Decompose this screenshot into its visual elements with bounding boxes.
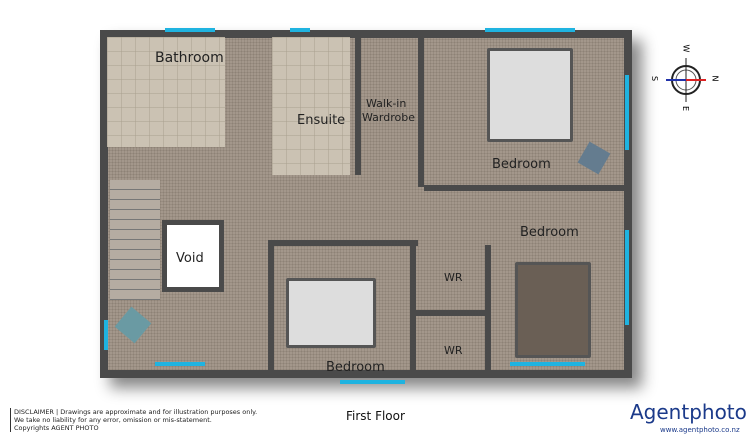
wall bbox=[355, 37, 361, 175]
disclaimer: DISCLAIMER | Drawings are approximate an… bbox=[10, 408, 257, 432]
wall bbox=[418, 37, 424, 187]
bathroom bbox=[107, 37, 225, 147]
window bbox=[485, 28, 575, 32]
compass-label-left: S bbox=[650, 75, 660, 82]
compass-icon bbox=[666, 58, 706, 102]
wall bbox=[268, 242, 274, 370]
room-label-bedroom-1: Bedroom bbox=[492, 157, 551, 172]
disclaimer-line: We take no liability for any error, omis… bbox=[14, 416, 212, 424]
window bbox=[104, 320, 108, 350]
disclaimer-line: DISCLAIMER | Drawings are approximate an… bbox=[14, 408, 258, 416]
compass-label-right: N bbox=[710, 75, 720, 82]
stairs bbox=[110, 180, 160, 300]
void bbox=[162, 220, 224, 292]
floor-plan bbox=[100, 30, 632, 378]
room-label-bedroom-3: Bedroom bbox=[326, 360, 385, 375]
room-label-bathroom: Bathroom bbox=[155, 50, 224, 66]
window bbox=[510, 362, 585, 366]
room-label-ensuite: Ensuite bbox=[297, 113, 346, 128]
window bbox=[290, 28, 310, 32]
bed bbox=[515, 262, 591, 358]
compass-label-bottom: E bbox=[681, 105, 691, 112]
room-label-void: Void bbox=[176, 251, 204, 266]
room-label-wardrobe: Wardrobe bbox=[362, 111, 415, 124]
bed bbox=[286, 278, 376, 348]
ensuite bbox=[272, 37, 350, 175]
brand-logo: Agentphoto bbox=[630, 400, 747, 424]
window bbox=[625, 75, 629, 150]
room-label-wr-1: WR bbox=[444, 271, 463, 284]
disclaimer-line: Copyrights AGENT PHOTO bbox=[14, 424, 99, 432]
wall bbox=[416, 310, 486, 316]
floor-label: First Floor bbox=[346, 409, 405, 423]
bed bbox=[487, 48, 573, 142]
room-label-walkin: Walk-in bbox=[366, 97, 407, 110]
room-label-wr-2: WR bbox=[444, 344, 463, 357]
window bbox=[340, 380, 405, 384]
room-label-bedroom-2: Bedroom bbox=[520, 225, 579, 240]
window bbox=[625, 230, 629, 325]
window bbox=[165, 28, 215, 32]
compass-label-top: W bbox=[681, 44, 691, 53]
brand-url: www.agentphoto.co.nz bbox=[660, 426, 740, 434]
wall bbox=[485, 245, 491, 370]
window bbox=[155, 362, 205, 366]
wall bbox=[268, 240, 418, 246]
wall bbox=[410, 245, 416, 370]
compass-rose: W E S N bbox=[650, 45, 719, 112]
wall bbox=[424, 185, 624, 191]
